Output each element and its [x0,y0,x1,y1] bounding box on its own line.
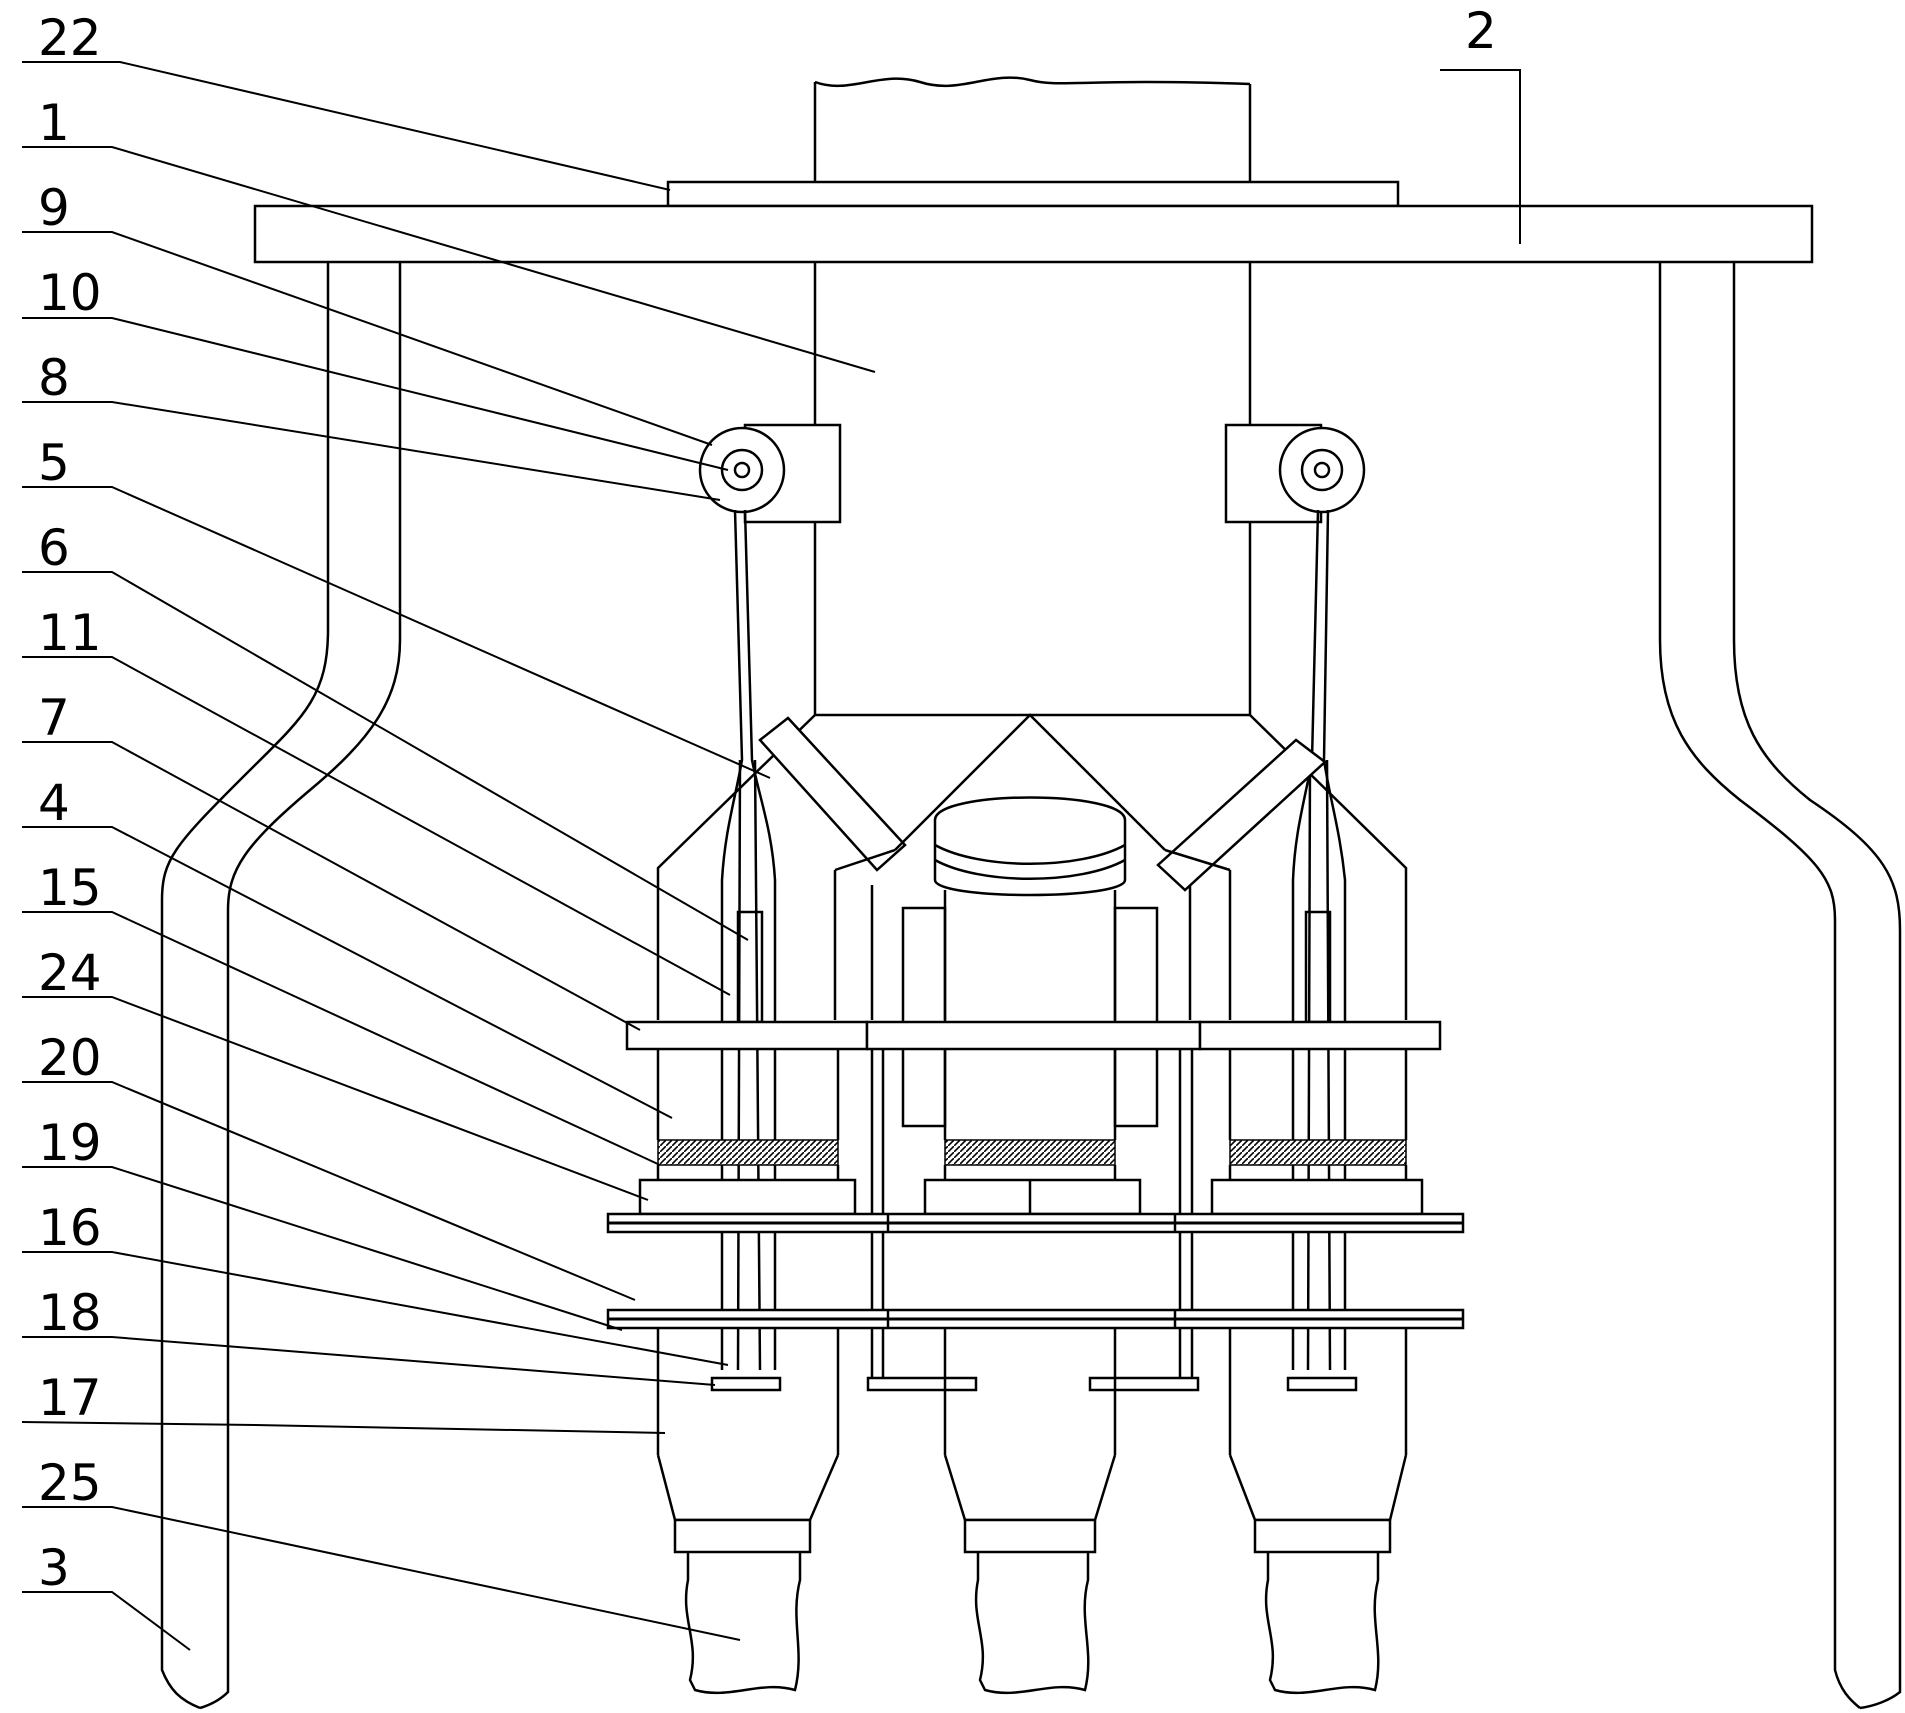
callout-label: 16 [38,1199,102,1257]
right-pulley [1278,426,1366,514]
lower-bodies [638,1049,1424,1216]
callout-label: 18 [38,1284,102,1342]
left-leg [160,262,402,1710]
callout-label: 1 [38,94,70,152]
callout-label: 3 [38,1539,70,1597]
callout-label: 6 [38,519,70,577]
crossbeam [253,204,1814,264]
left-pulley [698,426,786,514]
callout-label: 9 [38,179,70,237]
callout-label: 24 [38,944,102,1002]
callout-label: 19 [38,1114,102,1172]
discharge-pipes [684,1552,1380,1695]
right-cable [1291,509,1347,1371]
callout-label: 7 [38,689,70,747]
callout-label: 2 [1465,2,1497,60]
callout-label: 10 [38,264,102,322]
callout-label: 22 [38,9,102,67]
upper-plate [625,1020,1442,1051]
callout-label: 4 [38,774,70,832]
callout-label: 15 [38,859,102,917]
housing [656,713,1408,1128]
callout-label: 25 [38,1454,102,1512]
callout-label: 8 [38,349,70,407]
callout-label: 20 [38,1029,102,1087]
lower-plate [606,1308,1465,1330]
callout-labels: 22 1 9 10 8 5 6 11 7 4 15 24 20 [21,2,1521,1651]
nozzles [656,1328,1408,1554]
top-plate [666,180,1400,208]
vertical-rods [870,1049,1194,1378]
main-column [813,76,1252,717]
callout-label: 11 [38,604,102,662]
foot-pads [710,1376,1358,1392]
callout-label: 5 [38,434,70,492]
left-cable [720,509,777,1371]
left-guide-rod [736,910,764,1024]
middle-plate [606,1212,1465,1234]
callout-label: 17 [38,1369,102,1427]
right-leg [1658,262,1902,1710]
